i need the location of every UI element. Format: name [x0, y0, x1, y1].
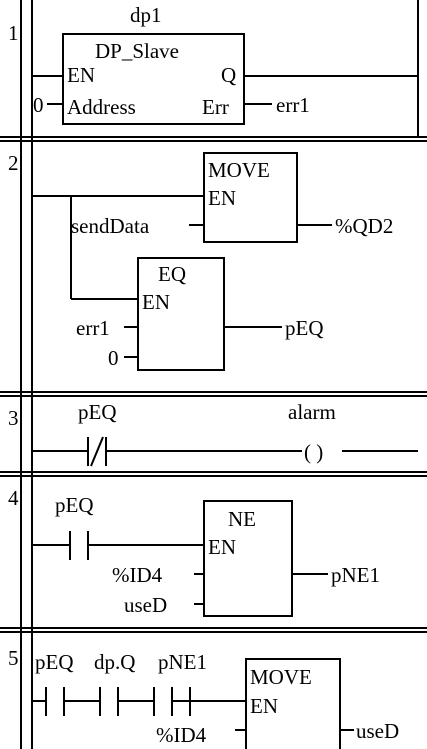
move-output-variable: %QD2 — [335, 214, 393, 238]
rung-number: 5 — [8, 646, 19, 670]
eq-output-variable: pEQ — [285, 316, 324, 340]
ne-input-2: useD — [124, 593, 167, 617]
normally-open-contact-1[interactable] — [45, 687, 65, 716]
normally-open-contact-2[interactable] — [99, 687, 119, 716]
dp-slave-block[interactable] — [62, 33, 245, 125]
address-value: 0 — [33, 93, 44, 117]
contact-label-2: dp.Q — [94, 650, 135, 674]
ne-output-variable: pNE1 — [331, 563, 380, 587]
rung-5: 5 pEQ dp.Q pNE1 M — [8, 646, 399, 749]
instance-name: dp1 — [130, 3, 162, 27]
rung-number: 4 — [8, 486, 19, 510]
move-input-variable: %ID4 — [156, 723, 207, 747]
ne-en-label: EN — [208, 535, 236, 559]
eq-input-2: 0 — [108, 346, 119, 370]
en-pin-label: EN — [67, 63, 95, 87]
eq-en-label: EN — [142, 290, 170, 314]
move-en-label: EN — [208, 186, 236, 210]
ne-block[interactable] — [203, 500, 293, 617]
ne-input-1: %ID4 — [112, 563, 163, 587]
normally-open-contact[interactable] — [32, 531, 204, 560]
rung-4: 4 pEQ NE EN %ID4 useD pNE1 — [8, 486, 380, 617]
err-output-variable: err1 — [276, 93, 310, 117]
normally-closed-contact[interactable] — [32, 436, 302, 467]
move-en-label: EN — [250, 694, 278, 718]
coil-symbol[interactable]: ( ) — [304, 440, 323, 464]
coil-label: alarm — [288, 400, 336, 424]
contact-label: pEQ — [55, 493, 94, 517]
q-pin-label: Q — [221, 63, 236, 87]
move-block[interactable] — [203, 152, 298, 243]
block-type-label: DP_Slave — [95, 39, 179, 63]
rung-number: 2 — [8, 151, 19, 175]
move-type-label: MOVE — [208, 158, 270, 182]
move-output-variable: useD — [356, 719, 399, 743]
rung-1: 1 dp1 DP_Slave EN Q Address Err 0 err1 — [8, 0, 419, 137]
move-block[interactable] — [245, 658, 341, 749]
contact-label: pEQ — [78, 400, 117, 424]
contact-label-1: pEQ — [35, 650, 74, 674]
eq-type-label: EQ — [158, 262, 186, 286]
eq-block[interactable] — [137, 257, 225, 371]
err-pin-label: Err — [202, 95, 229, 119]
rung-number: 3 — [8, 406, 19, 430]
move-type-label: MOVE — [250, 665, 312, 689]
eq-input-1: err1 — [76, 316, 110, 340]
normally-open-contact-3[interactable] — [153, 687, 173, 716]
ne-type-label: NE — [228, 507, 256, 531]
rung-number: 1 — [8, 21, 19, 45]
rung-3: 3 pEQ alarm ( ) — [8, 400, 418, 467]
move-input-variable: sendData — [71, 214, 150, 238]
rung-2: 2 MOVE EN EQ EN sendData %QD2 err1 0 pEQ — [8, 151, 393, 371]
contact-label-3: pNE1 — [158, 650, 207, 674]
address-pin-label: Address — [67, 95, 136, 119]
